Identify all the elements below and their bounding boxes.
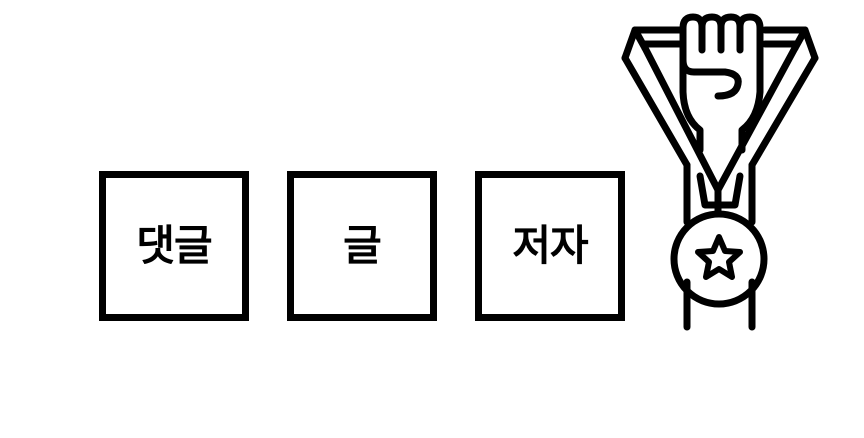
post-box: 글 — [287, 171, 437, 321]
comment-box: 댓글 — [99, 171, 249, 321]
author-box: 저자 — [475, 171, 625, 321]
star-icon — [695, 234, 743, 280]
author-label: 저자 — [512, 221, 588, 270]
fist-holding-medal-icon — [621, 13, 819, 331]
medal-disc — [670, 210, 768, 308]
comment-label: 댓글 — [136, 221, 212, 270]
post-label: 글 — [343, 221, 382, 270]
fist — [679, 13, 764, 154]
